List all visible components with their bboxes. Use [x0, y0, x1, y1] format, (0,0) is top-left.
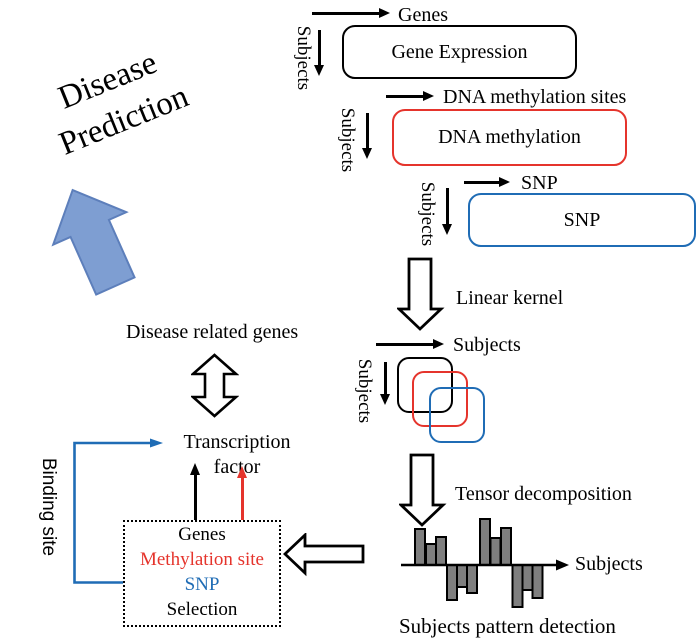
left-block-arrow-icon [283, 533, 365, 577]
linear-kernel-block-arrow-icon [397, 257, 445, 331]
kernel-matrix-blue [429, 387, 485, 443]
methylation-axis-arrow-icon [386, 91, 434, 100]
linear-kernel-label: Linear kernel [456, 287, 564, 309]
blue-up-arrow-icon [51, 188, 136, 296]
gene-expression-box: Gene Expression [342, 25, 577, 79]
kernel-matrix-red [412, 371, 468, 427]
snp-box: SNP [468, 193, 696, 247]
pattern-bar [521, 564, 534, 591]
pattern-bar [414, 528, 426, 566]
kernel-rows-arrow-icon [380, 362, 389, 405]
dna-methylation-box-label: DNA methylation [438, 126, 581, 148]
selection-item-genes: Genes [178, 524, 226, 545]
gene-expression-rows-arrow-icon [314, 30, 323, 76]
kernel-cols-label: Subjects [453, 334, 521, 356]
gene-expression-rows-label: Subjects [293, 25, 314, 91]
tensor-block-arrow-icon [399, 453, 447, 527]
snp-rows-label: Subjects [417, 181, 438, 247]
genes-axis-label: Genes [398, 4, 448, 26]
tensor-decomposition-label: Tensor decomposition [455, 483, 632, 505]
gene-expression-box-label: Gene Expression [391, 40, 528, 63]
up-down-block-arrow-icon [191, 353, 239, 418]
methylation-to-tf-arrow-icon [237, 466, 246, 548]
snp-axis-arrow-icon [464, 177, 510, 186]
pattern-axis-arrowhead-icon [556, 559, 569, 571]
selection-item-methylation-site: Methylation site [139, 549, 264, 570]
snp-rows-arrow-icon [442, 188, 451, 235]
selection-item-selection: Selection [166, 599, 238, 620]
pattern-bar [511, 564, 524, 608]
pattern-bar [456, 564, 468, 588]
kernel-cols-arrow-icon [376, 339, 444, 348]
pattern-bar [435, 536, 447, 566]
pattern-bar [531, 564, 544, 599]
pattern-bar [489, 537, 502, 566]
transcription-factor-line2: factor [172, 455, 302, 480]
pattern-axis-label: Subjects [575, 553, 643, 575]
transcription-factor-label: Transcription factor [172, 430, 302, 480]
pattern-bar [466, 564, 478, 594]
dna-methylation-rows-label: Subjects [337, 107, 358, 173]
dna-methylation-rows-arrow-icon [362, 113, 371, 159]
binding-site-path-icon [73, 438, 170, 584]
genes-to-tf-arrow-icon [190, 463, 199, 520]
pattern-caption: Subjects pattern detection [399, 614, 616, 638]
pattern-bar-plot [401, 518, 569, 608]
pattern-bar [446, 564, 458, 601]
binding-site-label: Binding site [38, 457, 59, 557]
kernel-matrix-black [397, 357, 453, 413]
selection-box: Genes Methylation site SNP Selection [123, 520, 281, 627]
disease-prediction-title: Disease Prediction [0, 18, 240, 185]
disease-related-genes-label: Disease related genes [126, 321, 299, 343]
snp-axis-label: SNP [521, 172, 558, 194]
pattern-bar [500, 527, 512, 566]
genes-axis-arrow-icon [312, 8, 390, 17]
pattern-bar [479, 518, 491, 566]
methylation-axis-label: DNA methylation sites [443, 86, 627, 108]
transcription-factor-line1: Transcription [183, 431, 291, 453]
dna-methylation-box: DNA methylation [392, 109, 627, 166]
snp-box-label: SNP [563, 208, 601, 231]
pattern-bars [414, 518, 544, 608]
pattern-bar [425, 543, 437, 566]
kernel-rows-label: Subjects [354, 358, 375, 424]
selection-item-snp: SNP [184, 574, 220, 595]
